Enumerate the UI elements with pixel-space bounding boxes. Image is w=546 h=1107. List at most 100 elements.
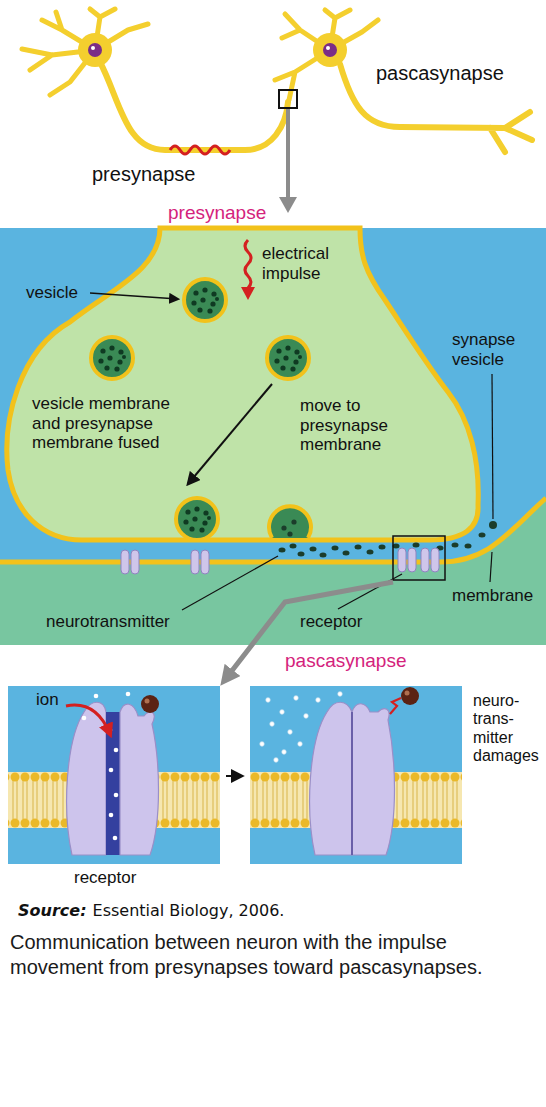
neurotransmitter-dots [298, 552, 305, 557]
part-label: electrical impulse [262, 244, 342, 283]
synaptic-cleft [0, 228, 546, 645]
nucleus [323, 43, 337, 57]
ion-dots [113, 836, 118, 841]
receptor [121, 550, 139, 574]
part-label: neurotransmitter [46, 612, 170, 632]
neurotransmitter-dots [320, 553, 327, 558]
process-note: vesicle membrane and presynapse membrane… [32, 394, 174, 453]
process-note: move to presynapse membrane [300, 396, 410, 455]
neurotransmitter-dots [452, 543, 459, 548]
neuron-left [100, 62, 288, 150]
move-arrow [188, 384, 272, 484]
vesicle [91, 337, 133, 379]
receptor-closed [351, 712, 353, 855]
open-vesicle [269, 506, 311, 538]
ion-dots [294, 696, 299, 701]
ion-dots [316, 698, 321, 703]
ion-dots [260, 742, 265, 747]
ion-dots [280, 710, 285, 715]
presynaptic-terminal [7, 228, 478, 540]
figure-caption: Communication between neuron with the im… [10, 930, 536, 980]
part-label: receptor [74, 868, 136, 888]
cell-label: presynapse [92, 163, 195, 186]
neurotransmitter-ball [405, 691, 410, 696]
neurotransmitter-dots [413, 543, 420, 548]
source-label: Source: [18, 902, 87, 920]
neurotransmitter-dots [367, 550, 374, 555]
neuron-left [22, 9, 148, 95]
receptor [191, 550, 209, 574]
nucleus [326, 46, 330, 50]
impulse-wave [170, 146, 230, 154]
ion-arrow [66, 705, 110, 734]
zoom-arrow [286, 109, 290, 198]
receptor-open [67, 702, 106, 855]
cell-body [313, 33, 347, 67]
leader-line [490, 552, 492, 582]
cell-label: pascasynapse [376, 62, 504, 85]
zoom-arrow [279, 197, 297, 213]
neurotransmitter-dots [279, 548, 286, 553]
ion-dots [260, 692, 343, 763]
process-note: neuro- trans- mitter damages [473, 692, 541, 766]
neurotransmitter-dots [379, 545, 386, 550]
neuron-left [22, 9, 288, 150]
ion-dots [270, 722, 275, 727]
neurotransmitter-dots [287, 531, 292, 536]
ion-dots [114, 793, 119, 798]
neurotransmitter-dots [343, 551, 350, 556]
neurotransmitter-dots [310, 547, 317, 552]
ion-dots [304, 714, 309, 719]
ion-dots [109, 768, 114, 773]
neuron-right [275, 10, 532, 152]
ion-dots [109, 813, 114, 818]
step-arrow [226, 775, 242, 777]
ion-dots [288, 730, 293, 735]
neurotransmitter-dots [281, 525, 286, 530]
neurotransmitter-dots [479, 533, 486, 538]
zoom-box [393, 536, 445, 580]
ion-dots [126, 692, 131, 697]
receptor-closed [352, 704, 395, 855]
vesicle [184, 279, 226, 321]
neurotransmitter-ball [145, 699, 150, 704]
section-label: presynapse [168, 202, 266, 224]
vesicle [267, 337, 309, 379]
receptor-panel [250, 686, 462, 864]
ion-dots [282, 750, 287, 755]
ion-dots [94, 694, 99, 699]
receptor-panel [8, 686, 220, 864]
ion-dots [114, 748, 119, 753]
receptor [421, 548, 439, 572]
receptor-open [120, 704, 159, 855]
receptor-closed [310, 702, 352, 855]
neurotransmitter-dots [355, 545, 362, 550]
ion-dots [338, 692, 343, 697]
part-label: vesicle [26, 283, 78, 303]
ion-dots [266, 698, 271, 703]
neurotransmitter-dots [291, 519, 296, 524]
nucleus [91, 46, 95, 50]
ion-channel [106, 712, 120, 855]
section-label: pascasynapse [285, 650, 406, 672]
cell-body [78, 33, 112, 67]
ion-dots [298, 742, 303, 747]
part-label: ion [36, 690, 59, 710]
ion-dots [82, 716, 87, 721]
source-label: Essential Biology, 2006. [93, 902, 285, 920]
neurotransmitter-dots [279, 519, 498, 557]
ion-dots [82, 692, 131, 841]
part-label: membrane [452, 586, 533, 606]
part-label: receptor [300, 612, 362, 632]
neurotransmitter-ball [141, 695, 159, 713]
leader-line [492, 374, 493, 519]
ion-dots [274, 758, 279, 763]
impulse-arrow [241, 287, 255, 300]
neurotransmitter-dots [332, 546, 339, 551]
vesicle [176, 498, 218, 540]
nucleus [88, 43, 102, 57]
neurotransmitter-dots [290, 544, 297, 549]
neurotransmitter-dots [465, 544, 472, 549]
zoom-box [279, 90, 297, 108]
